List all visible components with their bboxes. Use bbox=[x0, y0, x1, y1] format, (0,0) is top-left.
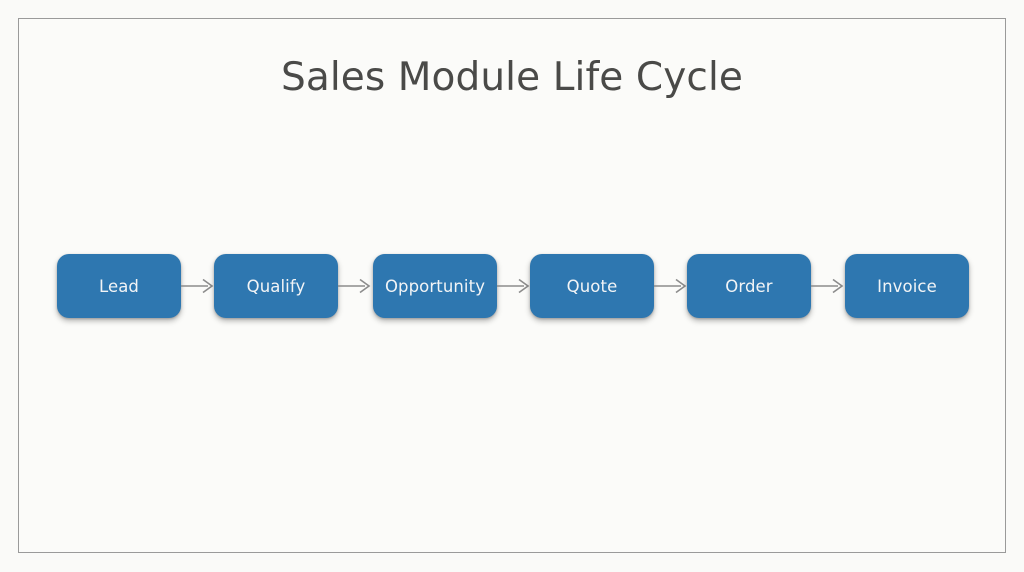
page-title: Sales Module Life Cycle bbox=[281, 55, 743, 100]
flow-node-label: Invoice bbox=[877, 276, 937, 296]
flow-node-invoice[interactable]: Invoice bbox=[845, 254, 969, 318]
flow-arrow-qualify-to-opportunity bbox=[338, 276, 371, 296]
flow-node-label: Qualify bbox=[246, 276, 306, 296]
flow-node-label: Lead bbox=[98, 276, 140, 296]
flow-node-opportunity[interactable]: Opportunity bbox=[373, 254, 497, 318]
flow-arrow-quote-to-order bbox=[654, 276, 687, 296]
flow-node-quote[interactable]: Quote bbox=[530, 254, 654, 318]
flow-node-lead[interactable]: Lead bbox=[57, 254, 181, 318]
flow-arrow-lead-to-qualify bbox=[181, 276, 214, 296]
flow-node-label: Order bbox=[725, 276, 773, 296]
process-flow-diagram: Lead Qualify Opportunity bbox=[57, 254, 969, 318]
flow-node-qualify[interactable]: Qualify bbox=[214, 254, 338, 318]
flow-arrow-order-to-invoice bbox=[811, 276, 844, 296]
flow-node-label: Opportunity bbox=[384, 276, 486, 296]
flow-node-order[interactable]: Order bbox=[687, 254, 811, 318]
flow-arrow-opportunity-to-quote bbox=[497, 276, 530, 296]
flow-node-label: Quote bbox=[566, 276, 618, 296]
